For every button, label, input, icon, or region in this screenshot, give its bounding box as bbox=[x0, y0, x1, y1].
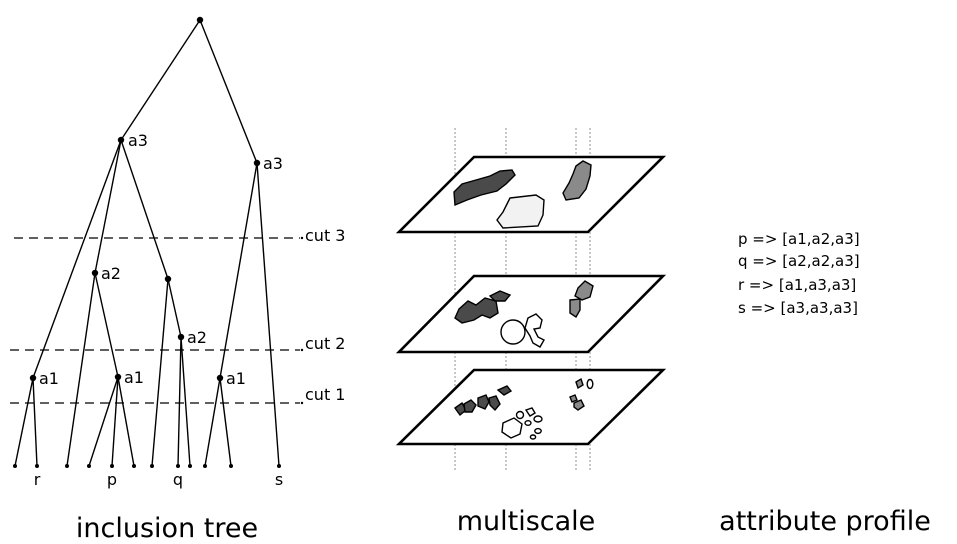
leaf-label-q: q bbox=[173, 470, 183, 489]
plane-top bbox=[395, 155, 667, 234]
node-label-right-a3: a3 bbox=[263, 154, 283, 173]
tree-edge bbox=[199, 19, 258, 164]
region-dark bbox=[488, 395, 501, 412]
tree-leaf bbox=[65, 464, 69, 468]
tree-edge bbox=[94, 272, 119, 378]
region-mid bbox=[562, 160, 592, 201]
tree-edge bbox=[204, 377, 221, 467]
multiscale-stack bbox=[395, 128, 667, 470]
tree-edge bbox=[167, 278, 182, 338]
cut-dot bbox=[300, 348, 304, 352]
region-white bbox=[533, 415, 543, 423]
tree-leaf bbox=[13, 464, 17, 468]
region-mid bbox=[569, 298, 581, 318]
profile-line-q: q => [a2,a2,a3] bbox=[738, 252, 860, 270]
region-white bbox=[524, 407, 536, 417]
plane-bottom bbox=[395, 368, 667, 446]
tree-edge bbox=[120, 139, 169, 280]
inclusion-tree: a3 a3 a2 a2 a1 a1 a1 cut 3 cut 2 cut 1 r… bbox=[10, 16, 345, 489]
cut-dot bbox=[300, 401, 304, 405]
caption-attribute-profile: attribute profile bbox=[719, 506, 931, 537]
caption-inclusion-tree: inclusion tree bbox=[76, 513, 258, 544]
tree-leaf bbox=[176, 464, 180, 468]
tree-edge bbox=[120, 19, 201, 141]
tree-leaf bbox=[203, 464, 207, 468]
tree-leaf bbox=[132, 464, 136, 468]
tree-edge bbox=[32, 377, 38, 467]
tree-edge bbox=[219, 162, 258, 379]
profile-line-r: r => [a1,a3,a3] bbox=[738, 276, 856, 294]
tree-node-right-a3 bbox=[253, 159, 261, 167]
tree-leaf bbox=[229, 464, 233, 468]
region-dark bbox=[453, 169, 516, 207]
tree-leaf bbox=[110, 464, 114, 468]
leaf-label-p: p bbox=[107, 470, 117, 489]
tree-edge bbox=[14, 377, 34, 467]
profile-line-p: p => [a1,a2,a3] bbox=[738, 230, 860, 248]
node-label-a1-left: a1 bbox=[39, 369, 59, 388]
tree-leaf bbox=[277, 464, 281, 468]
node-label-a1-right: a1 bbox=[226, 369, 246, 388]
region-light bbox=[496, 194, 545, 229]
tree-node-a2-left bbox=[91, 269, 99, 277]
tree-leaf bbox=[188, 464, 192, 468]
cut-label-3: cut 3 bbox=[305, 226, 345, 245]
tree-edge bbox=[94, 139, 122, 274]
region-mid bbox=[573, 399, 585, 411]
tree-edge bbox=[219, 377, 232, 467]
tree-edge bbox=[66, 272, 96, 467]
tree-leaf bbox=[150, 464, 154, 468]
region-mid bbox=[575, 377, 584, 390]
region-white bbox=[524, 420, 532, 427]
tree-edge bbox=[180, 336, 191, 467]
profile-line-s: s => [a3,a3,a3] bbox=[738, 299, 858, 317]
region-white bbox=[524, 313, 545, 348]
region-mid bbox=[574, 280, 594, 301]
cut-dot bbox=[300, 236, 304, 240]
region-dark bbox=[488, 290, 512, 302]
plane-middle bbox=[395, 274, 667, 354]
node-label-a1-middle: a1 bbox=[124, 368, 144, 387]
leaf-label-r: r bbox=[34, 470, 41, 489]
cut-label-1: cut 1 bbox=[305, 385, 345, 404]
region-white bbox=[534, 427, 542, 435]
tree-edge bbox=[151, 278, 169, 467]
attribute-profiles: p => [a1,a2,a3] q => [a2,a2,a3] r => [a1… bbox=[738, 230, 860, 317]
tree-node-a1-right bbox=[216, 374, 224, 382]
region-white bbox=[501, 417, 523, 439]
tree-node-left-a3 bbox=[117, 136, 125, 144]
node-label-left-a3: a3 bbox=[128, 131, 148, 150]
region-white bbox=[515, 410, 525, 420]
region-dark bbox=[477, 394, 490, 410]
caption-multiscale: multiscale bbox=[457, 506, 596, 537]
region-mid bbox=[569, 394, 578, 403]
region-white bbox=[586, 378, 594, 390]
tree-node-a1-left bbox=[29, 374, 37, 382]
tree-node bbox=[164, 275, 172, 283]
region-white bbox=[500, 319, 526, 345]
node-label-a2-right: a2 bbox=[187, 328, 207, 347]
region-dark bbox=[454, 297, 499, 324]
tree-leaf bbox=[87, 464, 91, 468]
node-label-a2-left: a2 bbox=[101, 264, 121, 283]
tree-edge bbox=[88, 376, 119, 467]
tree-node-a2-right bbox=[177, 333, 185, 341]
region-white bbox=[529, 434, 537, 440]
tree-edge bbox=[256, 162, 280, 467]
leaf-label-s: s bbox=[275, 470, 283, 489]
tree-edge bbox=[32, 139, 122, 379]
region-dark bbox=[496, 385, 513, 396]
tree-edge bbox=[117, 376, 135, 467]
tree-node-a1-middle bbox=[114, 373, 122, 381]
cut-label-2: cut 2 bbox=[305, 334, 345, 353]
tree-edge bbox=[111, 376, 119, 467]
tree-node-root bbox=[196, 16, 204, 24]
region-dark bbox=[463, 399, 477, 413]
tree-leaf bbox=[35, 464, 39, 468]
tree-edge bbox=[177, 336, 182, 467]
